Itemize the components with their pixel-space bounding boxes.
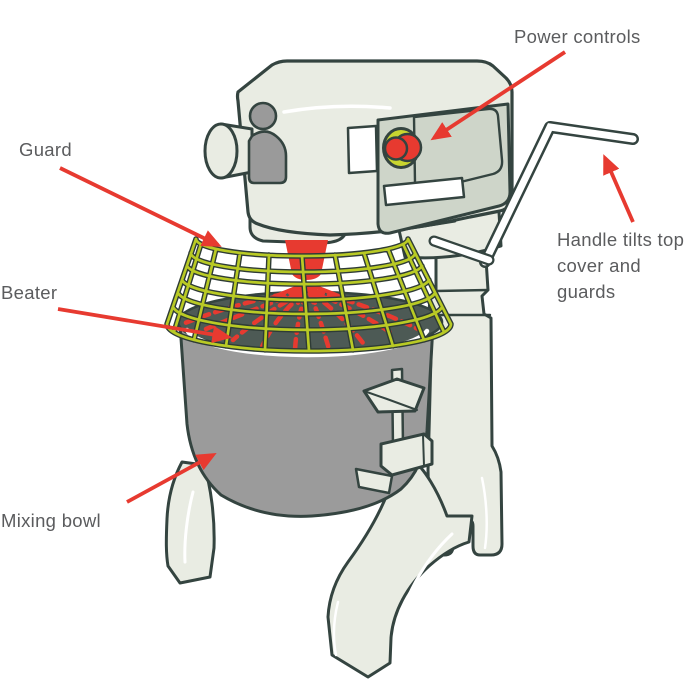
head-vent-window (346, 124, 379, 175)
front-left-leg (164, 460, 216, 585)
control-panel (376, 102, 512, 235)
front-right-leg (326, 452, 474, 679)
mixer-head (203, 59, 514, 237)
bowl-clamp (354, 367, 434, 495)
arrow-handle (603, 154, 635, 223)
label-handle: Handle tilts top cover and guards (557, 229, 685, 302)
annotation-arrows (57, 50, 635, 504)
label-beater: Beater (1, 282, 58, 303)
right-foot-highlight (332, 600, 340, 657)
label-mixing-bowl: Mixing bowl (1, 510, 101, 531)
arrow-power-controls (430, 50, 567, 141)
arrow-mixing-bowl (126, 452, 217, 504)
arrow-beater (57, 307, 233, 344)
pedestal-column (426, 195, 504, 557)
left-leg-highlight (183, 490, 195, 564)
panel-slot (382, 176, 466, 207)
rear-foot-highlight (480, 476, 488, 550)
right-leg-highlight (392, 532, 454, 644)
clamp-bracket (379, 432, 434, 477)
bowl-lift-lever (428, 235, 495, 266)
clamp-step (354, 467, 394, 495)
power-button (382, 127, 423, 169)
head-highlight (282, 104, 392, 114)
tilt-handle (479, 121, 639, 268)
label-guard: Guard (19, 139, 72, 160)
head-knob (247, 101, 288, 185)
attachment-hub (203, 122, 254, 180)
arrow-guard (59, 166, 222, 247)
clamp-knob (362, 377, 426, 414)
label-power-controls: Power controls (514, 26, 641, 47)
